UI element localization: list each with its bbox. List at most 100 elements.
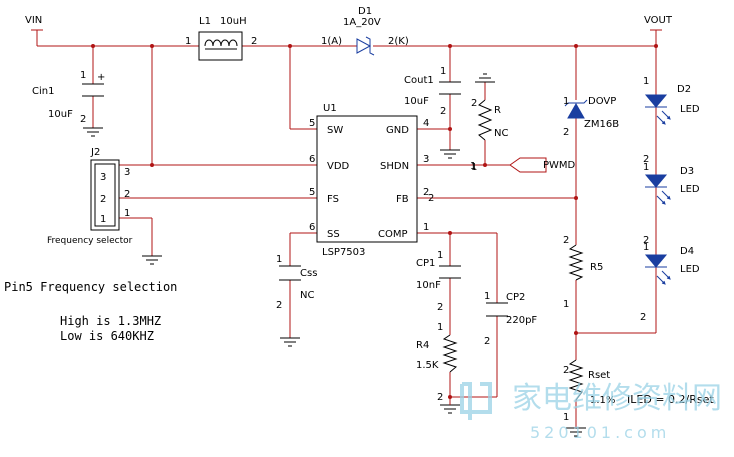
svg-text:220pF: 220pF <box>506 315 537 326</box>
svg-text:FS: FS <box>327 194 339 205</box>
svg-text:D3: D3 <box>680 166 694 177</box>
junctions <box>91 44 658 399</box>
frequency-notes: Pin5 Frequency selection High is 1.3MHZ … <box>4 280 177 343</box>
svg-text:2: 2 <box>423 187 429 198</box>
diode-d1: D1 1A_20V 1(A) 2(K) <box>321 6 409 56</box>
svg-text:1: 1 <box>80 70 86 81</box>
svg-text:SS: SS <box>327 229 340 240</box>
svg-text:4: 4 <box>423 118 429 129</box>
svg-text:DOVP: DOVP <box>588 96 616 107</box>
svg-text:1: 1 <box>185 36 191 47</box>
svg-text:2: 2 <box>251 36 257 47</box>
svg-text:SHDN: SHDN <box>380 161 409 172</box>
svg-text:2: 2 <box>563 127 569 138</box>
svg-text:1.1%: 1.1% <box>590 395 615 406</box>
svg-text:+: + <box>97 72 105 83</box>
ground-css <box>280 337 300 347</box>
svg-text:LSP7503: LSP7503 <box>322 247 365 258</box>
ground-rset <box>566 427 586 437</box>
svg-text:1.5K: 1.5K <box>416 360 439 371</box>
note-low: Low is 640KHZ <box>60 329 154 343</box>
fb-right-pin: 2 <box>428 193 434 204</box>
svg-text:1: 1 <box>437 322 443 333</box>
svg-text:10nF: 10nF <box>416 280 441 291</box>
capacitor-cp2: CP2 220pF 1 2 <box>484 291 537 347</box>
capacitor-cout1: Cout1 10uF 1 2 <box>404 66 461 117</box>
ic-u1: U1 LSP7503 SW VDD FS SS 5 6 5 6 GND SHDN… <box>309 103 429 258</box>
ground-j2 <box>142 255 162 265</box>
note-high: High is 1.3MHZ <box>60 314 161 328</box>
svg-text:U1: U1 <box>323 103 337 114</box>
svg-text:2: 2 <box>471 98 477 109</box>
capacitor-cin1: + 1 2 Cin1 10uF <box>32 70 105 125</box>
svg-text:6: 6 <box>309 154 315 165</box>
svg-text:3: 3 <box>124 167 130 178</box>
svg-text:2: 2 <box>276 300 282 311</box>
resistor-r: R NC 2 1 <box>471 98 508 173</box>
svg-text:2: 2 <box>100 194 106 205</box>
svg-text:10uF: 10uF <box>48 109 73 120</box>
watermark-cn: 家电维修资料网 <box>512 381 722 416</box>
capacitor-cp1: CP1 10nF 1 2 <box>416 250 461 313</box>
svg-text:Cout1: Cout1 <box>404 75 434 86</box>
svg-text:J2: J2 <box>90 147 100 158</box>
svg-text:2: 2 <box>643 154 649 165</box>
vin-terminal: VIN <box>25 15 43 31</box>
svg-text:1: 1 <box>100 214 106 225</box>
svg-text:VIN: VIN <box>25 15 42 26</box>
svg-text:1: 1 <box>643 162 649 173</box>
svg-text:VDD: VDD <box>327 161 350 172</box>
svg-text:LED: LED <box>680 104 700 115</box>
iled-formula: ILED = 0.2/Rset <box>627 393 714 406</box>
svg-text:10uF: 10uF <box>404 96 429 107</box>
svg-text:6: 6 <box>309 222 315 233</box>
svg-text:2: 2 <box>437 302 443 313</box>
svg-text:3: 3 <box>423 154 429 165</box>
svg-text:1: 1 <box>643 76 649 87</box>
watermark-url: 520101.com <box>530 423 670 442</box>
watermark: 家电维修资料网 520101.com <box>460 381 722 442</box>
svg-text:1: 1 <box>563 412 569 423</box>
svg-text:GND: GND <box>386 125 409 136</box>
svg-text:1: 1 <box>124 208 130 219</box>
svg-text:D1: D1 <box>358 6 372 17</box>
led-d2: D2 LED 1 2 <box>643 76 700 165</box>
svg-text:Frequency selector: Frequency selector <box>47 236 133 246</box>
svg-text:1: 1 <box>276 254 282 265</box>
svg-text:2: 2 <box>563 365 569 376</box>
shdn-right-pin: 1 <box>470 161 476 172</box>
svg-text:3: 3 <box>100 172 106 183</box>
svg-text:SW: SW <box>327 125 343 136</box>
svg-text:VOUT: VOUT <box>644 15 673 26</box>
svg-text:L1: L1 <box>199 16 211 27</box>
svg-text:1A_20V: 1A_20V <box>343 17 381 28</box>
svg-text:10uH: 10uH <box>220 16 247 27</box>
svg-text:COMP: COMP <box>378 229 408 240</box>
led-d4: D4 LED 1 <box>643 242 700 285</box>
svg-text:1: 1 <box>437 250 443 261</box>
ground-cp <box>440 397 460 414</box>
svg-text:Cin1: Cin1 <box>32 86 54 97</box>
svg-text:Css: Css <box>300 268 317 279</box>
svg-text:1: 1 <box>423 222 429 233</box>
svg-text:5: 5 <box>309 118 315 129</box>
svg-text:2: 2 <box>643 235 649 246</box>
svg-text:1: 1 <box>440 66 446 77</box>
ground-cout1 <box>440 149 460 159</box>
resistor-rset: Rset 1.1% 2 1 <box>563 359 615 423</box>
svg-text:1: 1 <box>563 299 569 310</box>
svg-text:D2: D2 <box>677 84 691 95</box>
zener-dovp: DOVP ZM16B 1 2 <box>563 96 619 138</box>
svg-text:Rset: Rset <box>588 370 610 381</box>
svg-text:R5: R5 <box>590 262 603 273</box>
resistor-r4: R4 1.5K 1 2 <box>416 322 458 403</box>
svg-text:NC: NC <box>300 290 314 301</box>
note-title: Pin5 Frequency selection <box>4 280 177 294</box>
svg-text:R: R <box>494 105 501 116</box>
pwmd-terminal: PWMD <box>509 157 576 173</box>
svg-text:2(K): 2(K) <box>388 36 409 47</box>
svg-text:2: 2 <box>563 235 569 246</box>
svg-text:2: 2 <box>484 336 490 347</box>
